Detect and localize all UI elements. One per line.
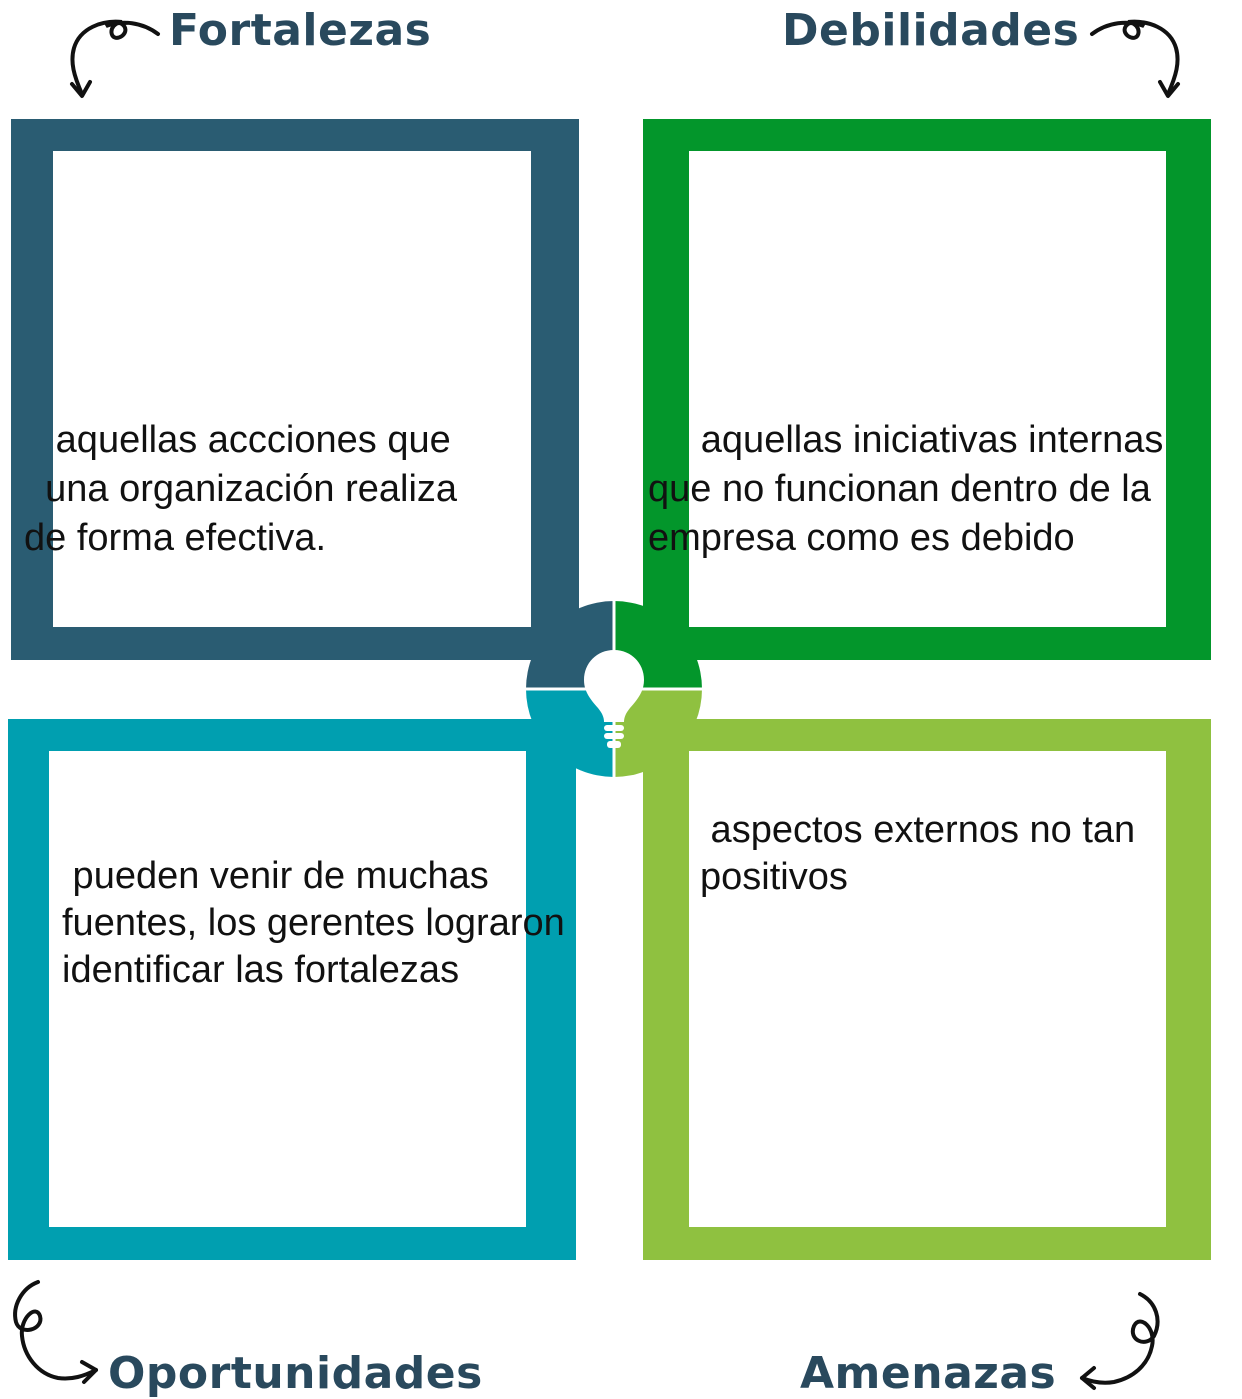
quadrant-box-fortalezas [11, 119, 579, 660]
text-fortalezas: aquellas accciones que una organización … [24, 419, 458, 559]
lightbulb-icon [584, 650, 644, 748]
text-oportunidades: pueden venir de muchas fuentes, los gere… [62, 855, 565, 991]
title-amenazas: Amenazas [800, 1348, 1057, 1399]
curly-arrow-icon [1090, 19, 1180, 98]
title-fortalezas: Fortalezas [169, 5, 432, 56]
curly-arrow-icon [70, 19, 160, 98]
text-amenazas: aspectos externos no tan positivos [700, 809, 1136, 898]
quadrant-box-oportunidades [8, 719, 576, 1260]
quadrant-box-debilidades [643, 119, 1211, 660]
title-debilidades: Debilidades [782, 5, 1080, 56]
text-debilidades: aquellas iniciativas internas que no fun… [648, 419, 1164, 559]
curly-arrow-icon [13, 1280, 98, 1384]
curly-arrow-icon [1080, 1292, 1160, 1390]
title-oportunidades: Oportunidades [108, 1348, 483, 1399]
quadrant-box-amenazas [643, 719, 1211, 1260]
